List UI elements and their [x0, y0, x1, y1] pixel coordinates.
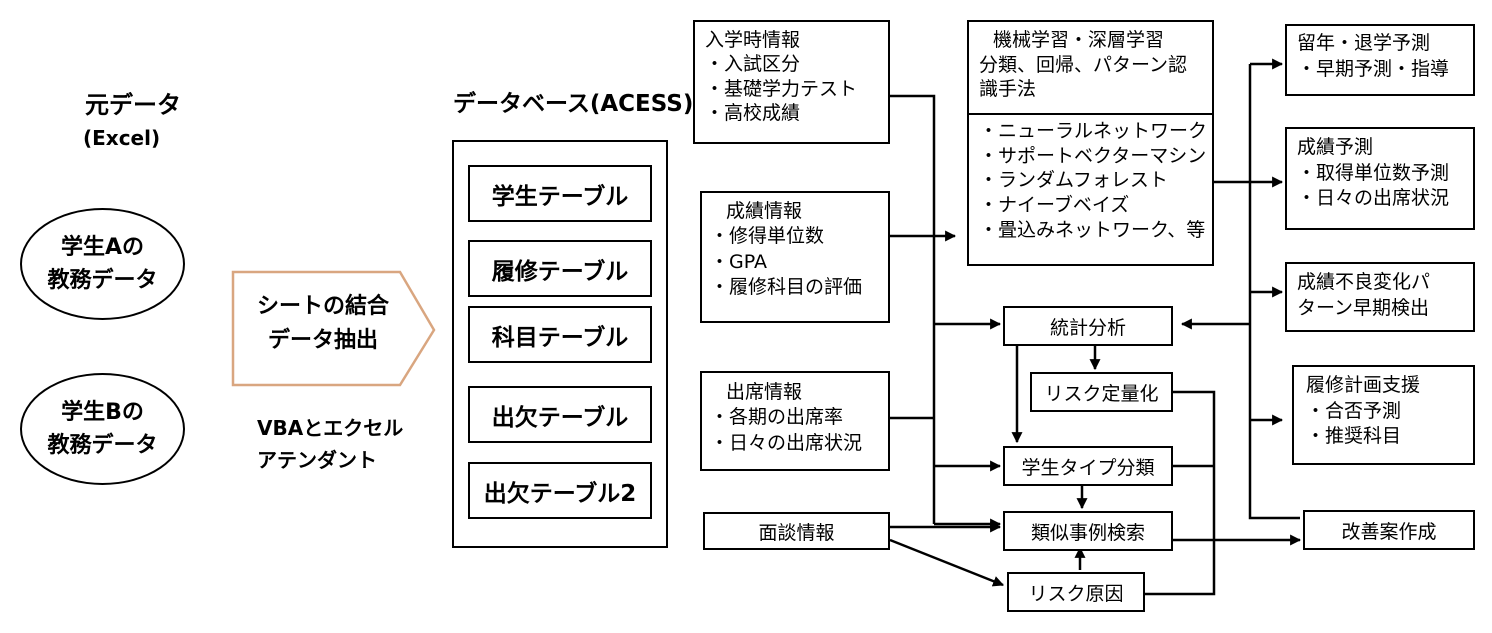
interview-info-box: 面談情報: [703, 512, 890, 550]
grades-item: ・履修科目の評価: [710, 276, 863, 299]
plan-item: ・推奨科目: [1306, 425, 1402, 448]
similar-case-box: 類似事例検索: [1003, 511, 1173, 551]
merge-tool-line-2: アテンダント: [257, 448, 377, 472]
plan-item: ・合否予測: [1306, 399, 1402, 422]
grades-item: ・修得単位数: [710, 225, 825, 248]
student-a-line-1: 学生Aの: [60, 235, 145, 260]
table-enrollment: 履修テーブル: [468, 240, 652, 297]
admission-item: ・基礎学力テスト: [705, 77, 858, 100]
merge-line-2: データ抽出: [267, 328, 378, 354]
grades-item: ・GPA: [710, 250, 767, 273]
ml-method: ・ナイーブベイズ: [979, 194, 1130, 217]
admission-item: ・高校成績: [705, 101, 801, 124]
student-type-box: 学生タイプ分類: [1003, 446, 1173, 486]
merge-label: シートの結合 データ抽出: [238, 290, 408, 358]
connector-risk-quant-right: [1145, 390, 1216, 596]
table-attendance: 出欠テーブル: [468, 386, 652, 443]
source-subtitle: (Excel): [83, 126, 161, 150]
admission-item: ・入試区分: [705, 53, 801, 76]
attendance-title: 出席情報: [726, 381, 803, 403]
pattern-detection-box: 成績不良変化パ ターン早期検出: [1285, 262, 1475, 332]
risk-quantification-box: リスク定量化: [1030, 372, 1173, 412]
ml-method: ・畳込みネットワーク、等: [979, 218, 1206, 241]
student-b-line-1: 学生Bの: [61, 400, 144, 425]
connector-admission: [890, 94, 936, 524]
dropout-title: 留年・退学予測: [1297, 32, 1431, 54]
table-subjects: 科目テーブル: [468, 306, 652, 363]
table-students: 学生テーブル: [468, 165, 652, 222]
course-plan-box: 履修計画支援 ・合否予測 ・推奨科目: [1292, 365, 1475, 465]
merge-shape: [231, 270, 436, 387]
table-attendance-2: 出欠テーブル2: [468, 462, 652, 519]
dropout-prediction-box: 留年・退学予測 ・早期予測・指導: [1285, 24, 1475, 96]
pattern-line: ターン早期検出: [1297, 296, 1430, 319]
ml-method: ・ランダムフォレスト: [979, 169, 1168, 192]
grade-pred-item: ・日々の出席状況: [1297, 187, 1450, 210]
merge-tool: VBAとエクセル アテンダント: [257, 412, 403, 476]
ml-header-line: 機械学習・深層学習: [993, 29, 1165, 51]
student-a-line-2: 教務データ: [47, 268, 158, 293]
ml-divider: [969, 113, 1212, 115]
merge-line-1: シートの結合: [256, 294, 389, 319]
stats-analysis-box: 統計分析: [1003, 306, 1173, 346]
attendance-item: ・日々の出席状況: [710, 431, 863, 454]
output-bus: [1248, 64, 1300, 520]
grades-info-box: 成績情報 ・修得単位数 ・GPA ・履修科目の評価: [700, 191, 890, 323]
merge-tool-line-1: VBAとエクセル: [257, 416, 404, 440]
student-b-line-2: 教務データ: [47, 433, 158, 458]
ml-method: ・サポートベクターマシン: [979, 144, 1207, 167]
database-container: [452, 140, 668, 548]
student-a-data: 学生Aの 教務データ: [20, 208, 185, 320]
grade-prediction-box: 成績予測 ・取得単位数予測 ・日々の出席状況: [1285, 127, 1475, 230]
ml-method: ・ニューラルネットワーク: [979, 120, 1208, 142]
attendance-item: ・各期の出席率: [710, 406, 844, 429]
database-title: データベース(ACESS): [453, 91, 694, 117]
plan-title: 履修計画支援: [1306, 374, 1421, 396]
source-title: 元データ: [85, 91, 181, 119]
dropout-item: ・早期予測・指導: [1297, 57, 1450, 80]
attendance-info-box: 出席情報 ・各期の出席率 ・日々の出席状況: [700, 371, 890, 471]
ml-header-line: 識手法: [979, 78, 1037, 101]
admission-title: 入学時情報: [705, 29, 801, 51]
ml-box: 機械学習・深層学習 分類、回帰、パターン認 識手法 ・ニューラルネットワーク ・…: [967, 20, 1214, 266]
arrow-interview-to-risk-cause: [889, 538, 1005, 587]
grades-title: 成績情報: [726, 200, 803, 222]
student-b-data: 学生Bの 教務データ: [20, 373, 185, 485]
grade-pred-title: 成績予測: [1297, 136, 1374, 158]
admission-info-box: 入学時情報 ・入試区分 ・基礎学力テスト ・高校成績: [693, 20, 890, 144]
pattern-line: 成績不良変化パ: [1297, 271, 1431, 293]
improvement-box: 改善案作成: [1303, 510, 1475, 550]
grade-pred-item: ・取得単位数予測: [1297, 161, 1450, 184]
risk-cause-box: リスク原因: [1007, 572, 1145, 612]
ml-header-line: 分類、回帰、パターン認: [979, 53, 1188, 76]
